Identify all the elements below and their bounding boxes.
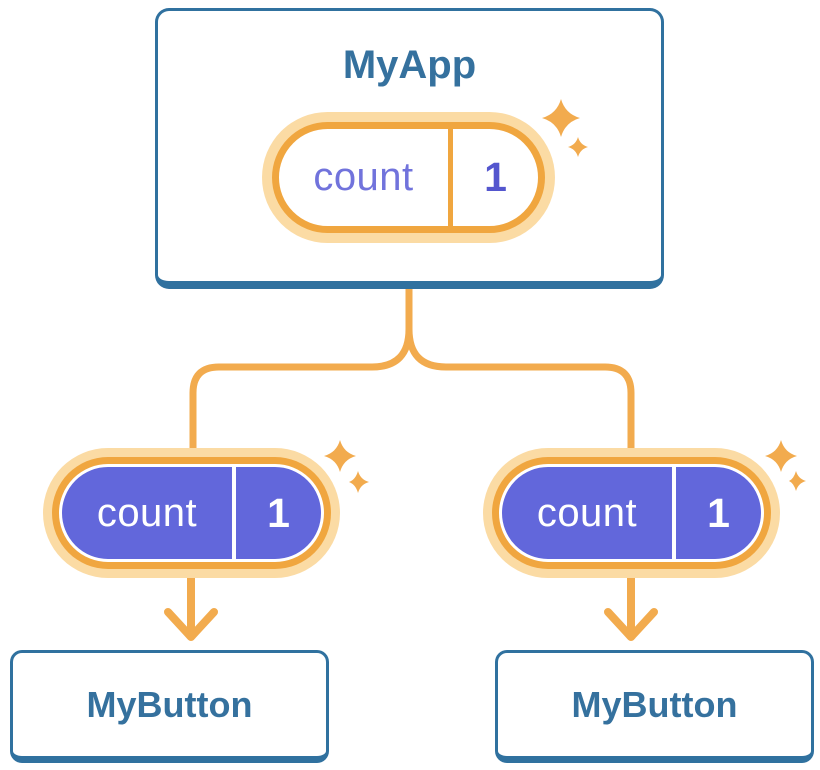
state-pill-label-cell: count [279, 129, 448, 226]
pill-divider [448, 129, 453, 226]
prop-pill-label-cell: count [502, 467, 672, 559]
prop-pill-value-cell: 1 [676, 467, 761, 559]
prop-pill-value: 1 [707, 489, 730, 536]
prop-pill-label-cell: count [62, 467, 232, 559]
arrow-down-icon [164, 577, 218, 641]
prop-pill-label: count [96, 490, 198, 535]
pill-divider [232, 467, 236, 559]
prop-pill-right: count 1 [499, 464, 764, 562]
component-title: MyButton [571, 683, 738, 725]
component-card-mybutton-right: MyButton [495, 650, 814, 763]
prop-pill-value: 1 [267, 489, 290, 536]
state-pill-label: count [313, 155, 414, 199]
component-title: MyApp [342, 43, 477, 87]
state-pill-value-cell: 1 [453, 129, 538, 226]
arrow-down-icon [604, 577, 658, 641]
component-title: MyButton [86, 683, 253, 725]
state-pill: count 1 [272, 122, 545, 233]
component-card-mybutton-left: MyButton [10, 650, 329, 763]
sparkle-icon [324, 440, 369, 493]
branch-line-right [405, 286, 635, 451]
state-pill-value: 1 [484, 154, 507, 200]
prop-pill-left: count 1 [59, 464, 324, 562]
prop-pill-value-cell: 1 [236, 467, 321, 559]
prop-pill-label: count [536, 490, 638, 535]
pill-divider [672, 467, 676, 559]
branch-line-left [189, 286, 413, 451]
sparkle-icon [765, 440, 806, 491]
